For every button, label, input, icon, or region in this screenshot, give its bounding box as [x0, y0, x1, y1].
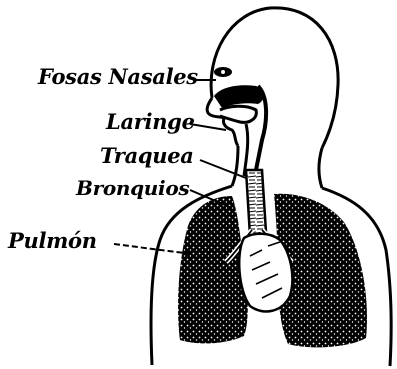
label-lung: Pulmón: [8, 230, 97, 251]
pointer-lung: [114, 244, 192, 254]
nasal-cavity: [214, 85, 264, 108]
heart: [239, 234, 292, 312]
oral-cavity: [220, 106, 256, 122]
label-bronchi: Bronquios: [76, 178, 189, 198]
label-trachea: Traquea: [100, 145, 194, 166]
pointer-larynx: [190, 124, 226, 130]
head-outline: [211, 8, 338, 148]
label-larynx: Laringe: [106, 111, 195, 132]
lung-left: [178, 196, 248, 343]
trachea: [246, 170, 266, 236]
neck-outline: [232, 146, 238, 186]
label-nasal-passages: Fosas Nasales: [38, 66, 198, 87]
pointer-trachea: [200, 160, 246, 178]
